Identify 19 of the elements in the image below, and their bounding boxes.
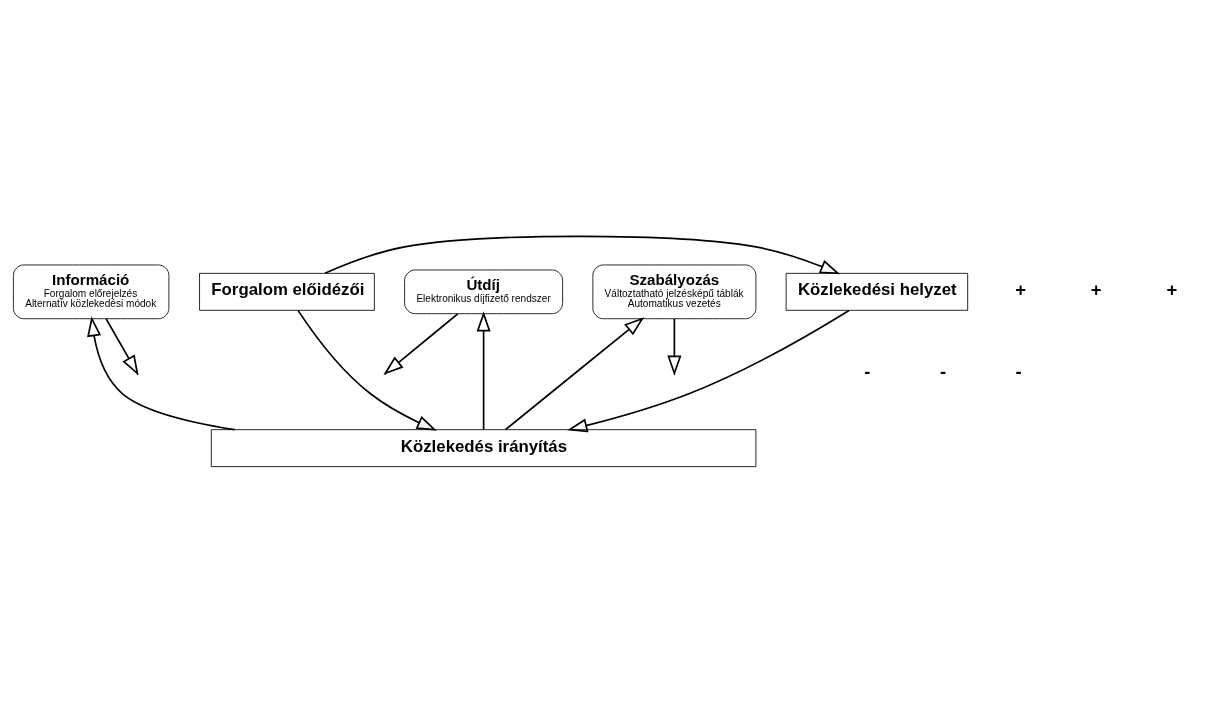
- node-box: Közlekedési helyzet: [785, 272, 969, 311]
- label: -: [864, 360, 871, 382]
- label: -: [1015, 360, 1022, 382]
- node-box: Információ Forgalom előrejelzés Alternatív közlekedési módok: [13, 264, 170, 319]
- arrow: [476, 310, 491, 430]
- label: +: [1090, 278, 1102, 300]
- arrow: [504, 316, 645, 430]
- arrow: [297, 309, 437, 431]
- arrow: [87, 315, 236, 430]
- arrow: [324, 235, 841, 274]
- node-box: Közlekedés irányítás: [210, 428, 757, 467]
- label: +: [1015, 278, 1026, 300]
- node-box: Forgalom előidézői: [199, 272, 375, 311]
- label: +: [1166, 278, 1178, 300]
- node-box: Szabályozás Változtatható jelzésképű táblák Automatikus vezetés: [592, 264, 757, 319]
- label: -: [939, 360, 947, 382]
- node-box: Útdíj Elektronikus díjfizető rendszer: [404, 269, 564, 314]
- arrow: [383, 312, 459, 375]
- arrow: [567, 309, 850, 432]
